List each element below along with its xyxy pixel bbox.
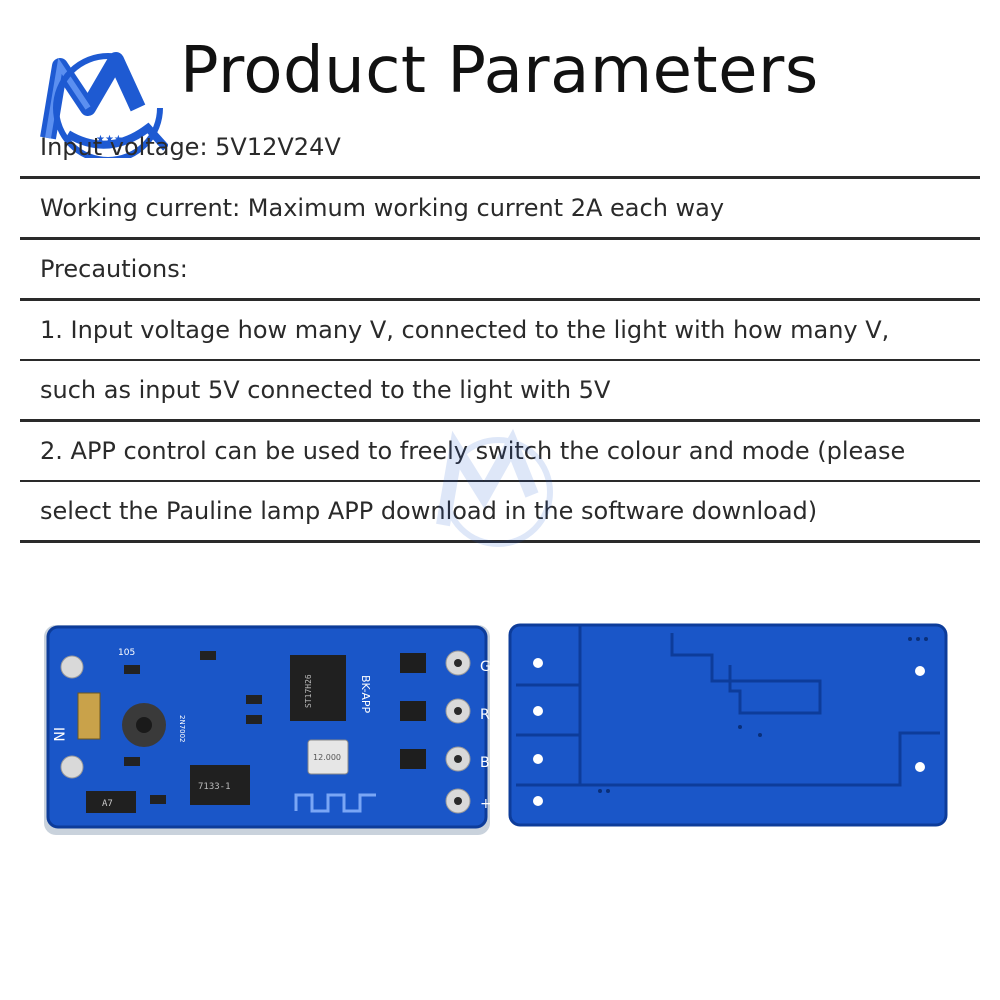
parameters-list: Input voltage: 5V12V24V Working current:… (20, 118, 980, 543)
pin-label-r: R (480, 707, 490, 723)
crystal-label: 12.000 (313, 753, 341, 762)
pcb-front-board: G R B + IN ST17H26 12.000 BK-APP 7133-1 … (44, 625, 492, 835)
module-label: BK-APP (359, 675, 372, 713)
resistor-label: 105 (118, 648, 135, 658)
param-precautions: Precautions: (20, 240, 980, 301)
param-precaution-1b: such as input 5V connected to the light … (20, 361, 980, 422)
pcb-photo: G R B + IN ST17H26 12.000 BK-APP 7133-1 … (44, 623, 948, 835)
ldo-label: 7133-1 (198, 782, 231, 792)
diode-label: A7 (102, 799, 113, 809)
param-precaution-2a: 2. APP control can be used to freely swi… (20, 422, 980, 482)
pin-label-g: G (480, 659, 491, 675)
param-precaution-1a: 1. Input voltage how many V, connected t… (20, 301, 980, 361)
mosfet-label: 2N7002 (178, 715, 186, 743)
param-precaution-2b: select the Pauline lamp APP download in … (20, 482, 980, 543)
pin-label-plus: + (480, 796, 492, 812)
page-title: Product Parameters (180, 34, 819, 108)
mq-logo-icon: ★★★ (40, 52, 168, 158)
watermark-logo-icon (436, 428, 553, 547)
input-label: IN (50, 727, 66, 742)
pin-label-b: B (480, 755, 490, 771)
param-working-current: Working current: Maximum working current… (20, 179, 980, 240)
svg-text:★★★: ★★★ (96, 134, 123, 145)
param-input-voltage: Input voltage: 5V12V24V (20, 118, 980, 179)
chip-label: ST17H26 (304, 674, 313, 708)
pcb-back-board (508, 623, 948, 827)
